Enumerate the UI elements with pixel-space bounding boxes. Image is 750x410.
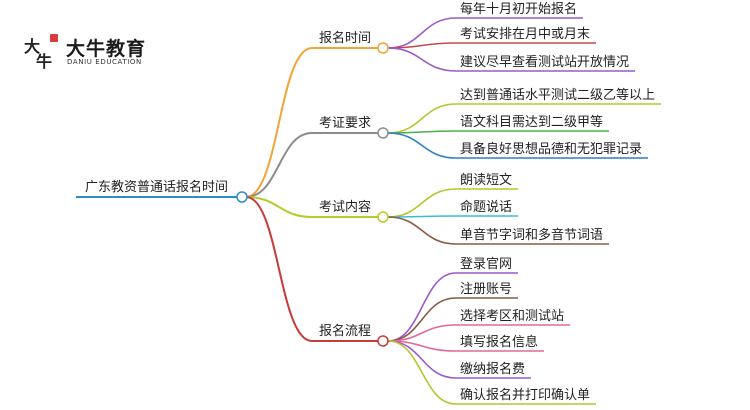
logo-mark-char-1: 大: [24, 37, 40, 56]
leaf-topic-2-3: 具备良好思想品德和无犯罪记录: [460, 141, 642, 157]
leaf-topic-4-2: 注册账号: [460, 282, 512, 297]
brand-logo: 大 牛 大牛教育 DANIU EDUCATION: [22, 28, 162, 72]
leaf-connector-4-3: [387, 324, 457, 342]
branch-node-dot-1: [377, 42, 389, 54]
leaf-topic-4-3: 选择考区和测试站: [460, 309, 564, 324]
leaf-topic-1-3: 建议尽早查看测试站开放情况: [460, 54, 629, 70]
leaf-connector-2-3: [387, 132, 457, 159]
branch-connector-4: [245, 196, 313, 342]
brand-name: 大牛教育: [66, 38, 147, 60]
leaf-topic-2-1: 达到普通话水平测试二级乙等以上: [460, 87, 655, 103]
leaf-topic-3-2: 命题说话: [460, 199, 512, 215]
leaf-connector-3-3: [387, 216, 457, 245]
leaf-topic-1-2: 考试安排在月中或月末: [460, 27, 590, 42]
branch-topic-2: 考证要求: [319, 116, 371, 131]
branch-topic-4: 报名流程: [319, 323, 371, 339]
leaf-connector-3-1: [387, 188, 457, 218]
leaf-topic-4-5: 缴纳报名费: [460, 361, 525, 377]
brand-subtitle: DANIU EDUCATION: [67, 58, 142, 66]
branch-connector-2: [245, 132, 313, 198]
branch-topic-3: 考试内容: [319, 199, 371, 215]
root-node-dot: [236, 191, 248, 203]
leaf-topic-2-2: 语文科目需达到二级甲等: [460, 114, 603, 130]
leaf-topic-4-4: 填写报名信息: [460, 334, 538, 350]
branch-connector-3: [245, 196, 313, 218]
branch-connector-1: [245, 47, 313, 198]
logo-seal-icon: [50, 34, 58, 42]
leaf-topic-3-1: 朗读短文: [460, 173, 512, 188]
leaf-connector-4-1: [387, 272, 457, 342]
leaf-topic-4-1: 登录官网: [460, 256, 512, 272]
root-topic: 广东教资普通话报名时间: [85, 179, 228, 195]
branch-node-dot-3: [377, 211, 389, 223]
mindmap-labels: 广东教资普通话报名时间 报名时间 每年十月初开始报名考试安排在月中或月末建议尽早查看…: [85, 1, 655, 403]
leaf-connector-4-2: [387, 297, 457, 342]
branch-node-dot-4: [377, 335, 389, 347]
leaf-topic-4-6: 确认报名并打印确认单: [460, 387, 590, 403]
leaf-topic-3-3: 单音节字词和多音节词语: [460, 227, 603, 243]
leaf-connector-1-3: [387, 47, 457, 72]
logo-mark-char-2: 牛: [36, 52, 52, 70]
mindmap-connectors: [76, 17, 662, 405]
leaf-connector-4-6: [387, 340, 457, 405]
leaf-connector-2-1: [387, 103, 457, 134]
branch-node-dot-2: [377, 127, 389, 139]
daniu-logo-mark-icon: 大 牛: [24, 34, 58, 70]
leaf-connector-1-2: [387, 42, 457, 49]
leaf-topic-1-1: 每年十月初开始报名: [460, 1, 577, 17]
branch-topic-1: 报名时间: [319, 30, 371, 46]
